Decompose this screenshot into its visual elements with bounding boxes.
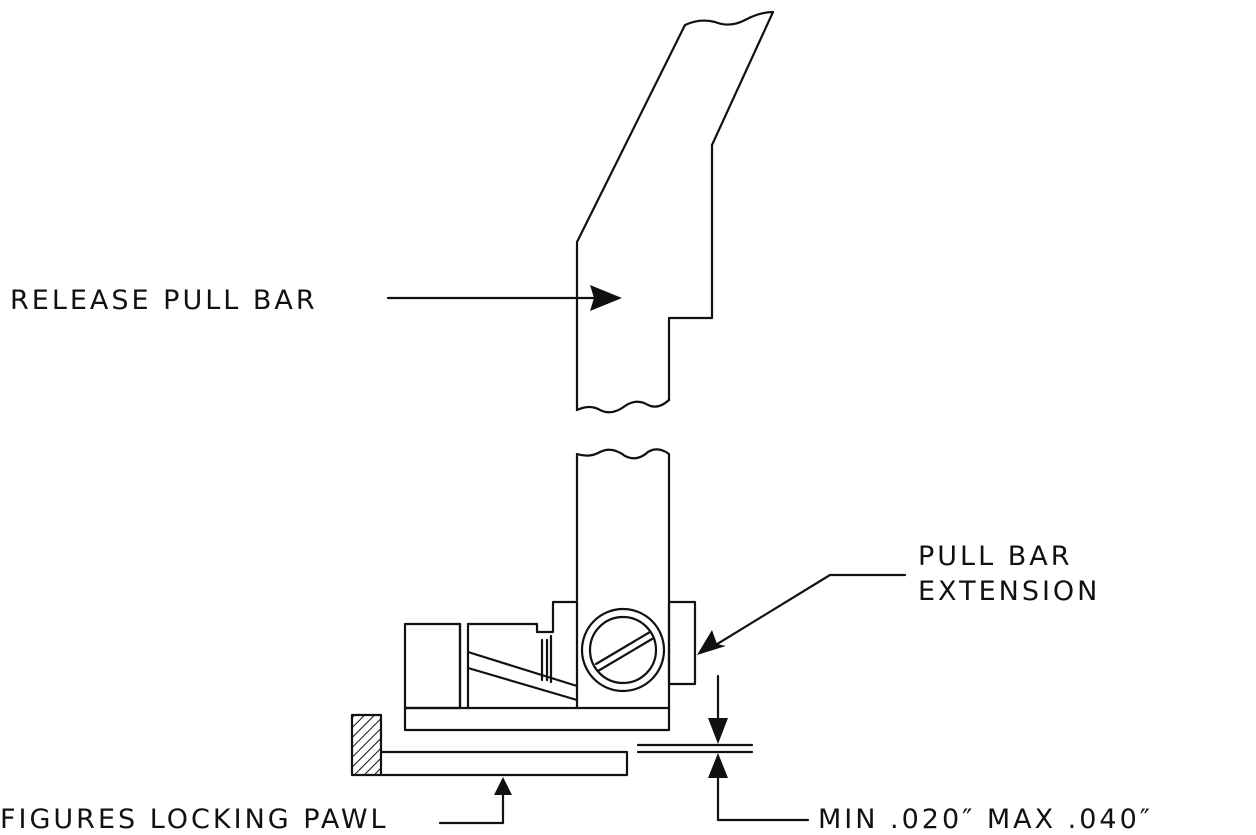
release-pull-bar-label: RELEASE PULL BAR [10,285,318,316]
pull-bar-extension-label-line2: EXTENSION [918,576,1101,607]
leader-pull-bar-extension [712,573,907,648]
pull-bar-extension-label-line1: PULL BAR [918,541,1073,572]
arrowhead-dim-top [708,718,728,744]
arrowhead-release [590,285,622,311]
release-pull-bar-lower [575,448,671,710]
arrowhead-pawl [494,777,512,795]
leader-figures-locking-pawl [438,790,505,825]
arrowhead-extension [697,630,726,655]
figures-locking-pawl [350,713,629,777]
slotted-screw [580,607,666,693]
clearance-label: MIN .020″ MAX .040″ [818,804,1153,835]
arrowhead-dim-bottom [708,753,728,778]
figures-locking-pawl-label: FIGURES LOCKING PAWL [0,804,389,835]
clearance-dimension [636,674,810,822]
pawl-arm [403,622,579,710]
release-pull-bar-upper [575,10,775,414]
pull-bar-extension [535,600,697,710]
base-plate [403,706,671,732]
